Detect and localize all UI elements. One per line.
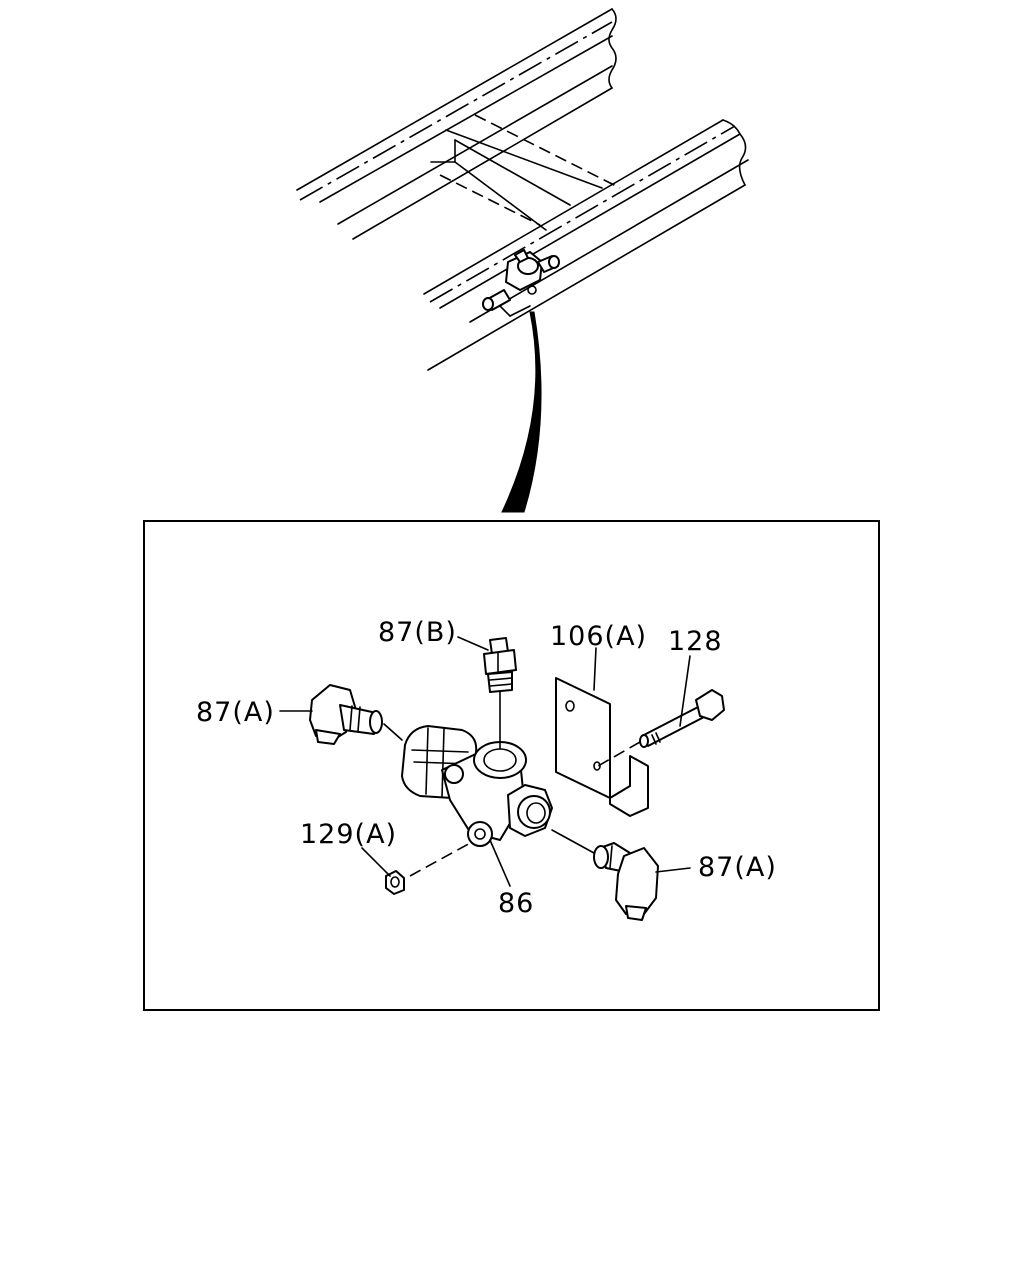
elbow-connector-87a-right	[551, 829, 659, 921]
detail-callout-pointer	[501, 311, 542, 513]
bolt-128	[597, 689, 725, 767]
tee-fitting-body	[401, 725, 553, 847]
label-elbow-87a-right: 87(A)	[698, 852, 777, 883]
mounting-bracket-106a	[555, 677, 649, 817]
detail-frame	[143, 520, 880, 1011]
chassis-frame-overview	[296, 8, 749, 371]
elbow-connector-87a-left	[309, 684, 403, 745]
label-bolt-128: 128	[668, 626, 723, 657]
nut-129a	[385, 841, 473, 895]
label-bracket-106a: 106(A)	[550, 621, 647, 652]
leader-lines	[279, 636, 691, 887]
label-tee-fitting-86: 86	[498, 888, 534, 919]
left-frame-rail	[296, 8, 617, 240]
label-nut-129a: 129(A)	[300, 819, 397, 850]
mounted-valve-assembly-small	[482, 249, 560, 317]
right-frame-rail	[423, 119, 749, 371]
label-connector-87b: 87(B)	[378, 617, 457, 648]
label-elbow-87a-left: 87(A)	[196, 697, 275, 728]
cross-member	[430, 114, 621, 231]
straight-connector-87b	[483, 637, 517, 749]
